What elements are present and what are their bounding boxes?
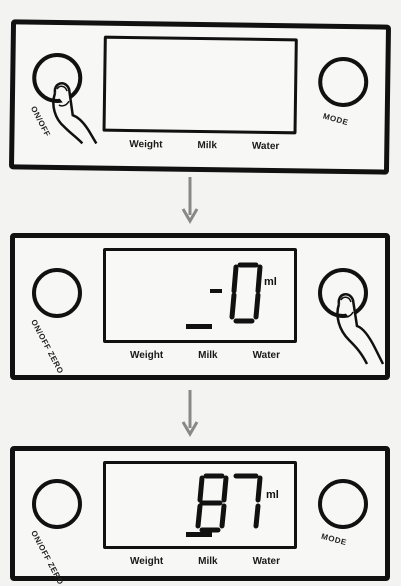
mode-weight-label: Weight — [129, 139, 163, 151]
mode-milk-label: Milk — [198, 350, 218, 361]
finger-press-icon — [52, 82, 98, 145]
mode-button[interactable] — [318, 479, 368, 529]
mode-water-label: Water — [252, 350, 280, 361]
on-off-zero-button[interactable] — [32, 479, 82, 529]
mode-button[interactable] — [318, 268, 368, 318]
mode-indicator-bar — [186, 324, 212, 329]
finger-press-icon — [336, 292, 385, 365]
on-off-zero-label: ON/OFF ZERO — [29, 529, 66, 586]
mode-labels: Weight Milk Water — [130, 350, 280, 361]
lcd-digit-0 — [229, 262, 263, 324]
lcd-digit-7 — [233, 473, 263, 529]
on-off-zero-button[interactable] — [32, 268, 82, 318]
mode-weight-label: Weight — [130, 350, 164, 361]
down-arrow-icon — [181, 390, 199, 437]
mode-labels: Weight Milk Water — [130, 556, 280, 567]
lcd-unit: ml — [264, 276, 277, 288]
mode-milk-label: Milk — [197, 139, 217, 152]
mode-labels: Weight Milk Water — [129, 139, 279, 152]
mode-milk-label: Milk — [198, 556, 218, 567]
on-off-zero-label: ON/OFF ZERO — [29, 318, 66, 376]
mode-water-label: Water — [252, 556, 280, 567]
mode-weight-label: Weight — [130, 556, 164, 567]
scale-panel-step-1: ON/OFF MODE Weight Milk Water — [8, 19, 392, 175]
down-arrow-icon — [181, 177, 199, 224]
lcd-display: ml — [103, 248, 297, 343]
mode-label: MODE — [320, 531, 348, 548]
lcd-digit-8 — [195, 473, 229, 533]
scale-panel-step-2: ON/OFF ZERO ml Weight Milk Water — [10, 233, 390, 380]
mode-label: MODE — [321, 111, 350, 128]
lcd-unit: ml — [266, 489, 279, 501]
lcd-display-blank — [102, 35, 298, 135]
lcd-display: ml — [103, 461, 297, 549]
lcd-readout: ml — [186, 262, 277, 329]
mode-button[interactable] — [317, 56, 369, 108]
mode-water-label: Water — [251, 140, 280, 153]
mode-indicator-bar — [186, 532, 212, 537]
lcd-readout: ml — [186, 473, 279, 537]
scale-panel-step-3: ON/OFF ZERO ml MODE Weight — [10, 446, 390, 586]
